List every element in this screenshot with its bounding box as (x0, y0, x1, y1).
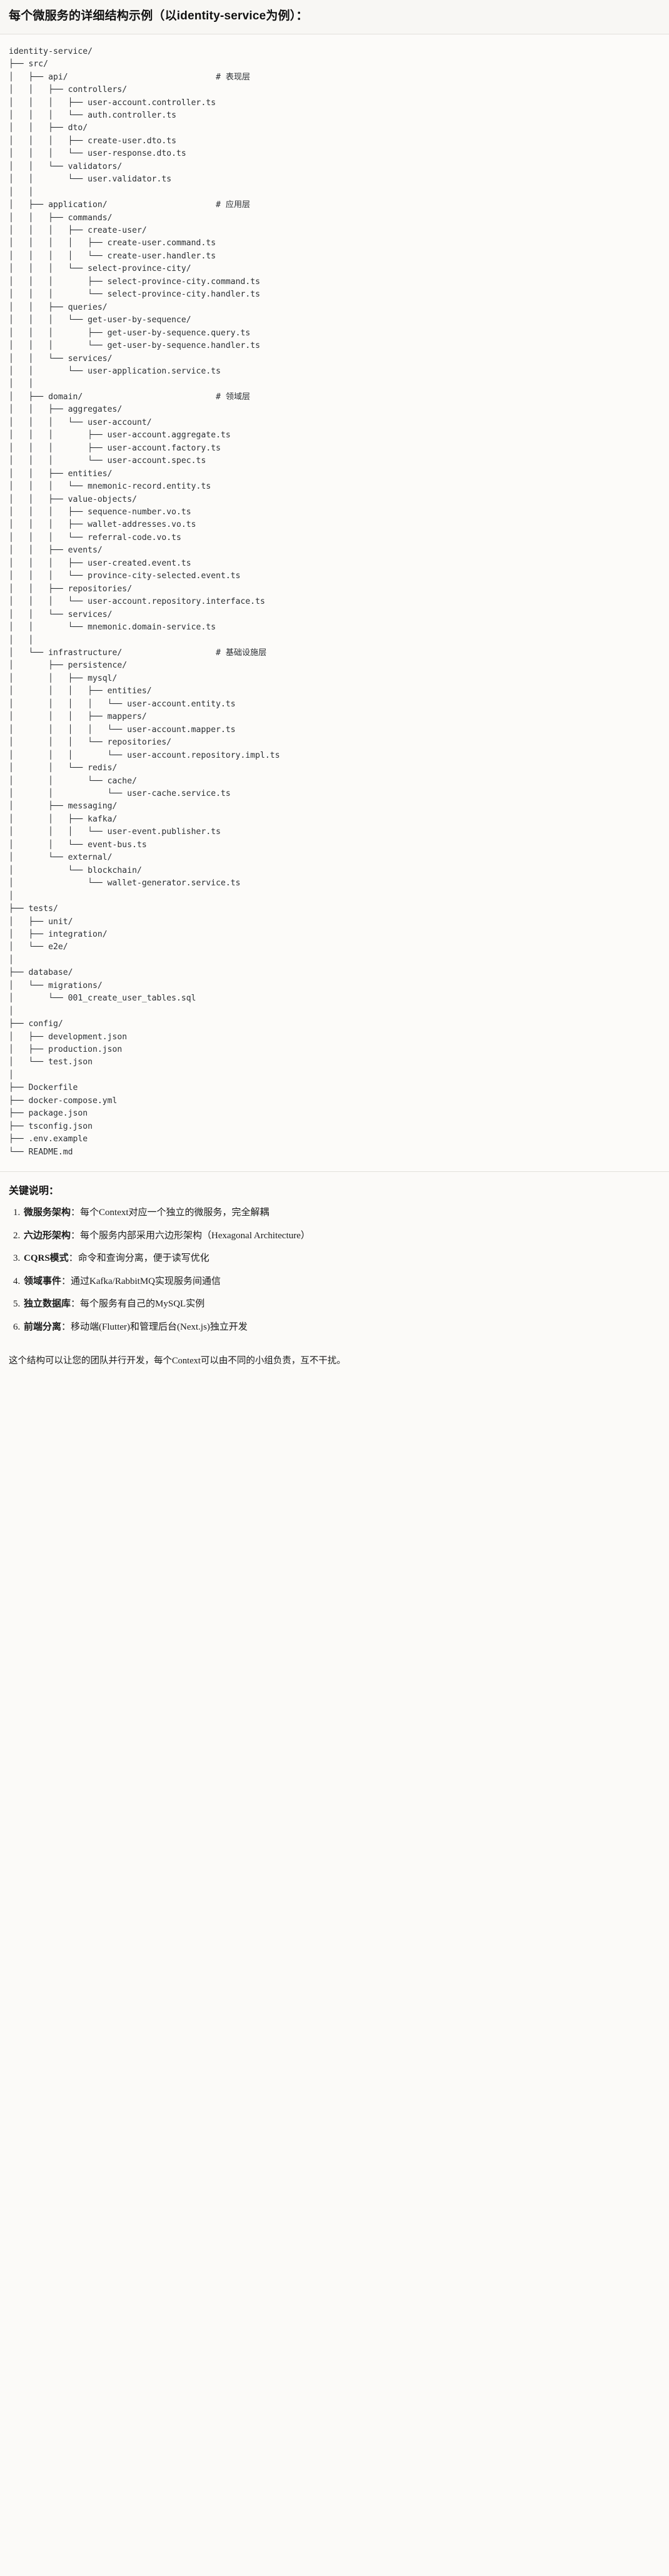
list-item: CQRS模式：命令和查询分离，便于读写优化 (23, 1251, 660, 1266)
note-separator: ： (71, 1299, 81, 1310)
list-item: 独立数据库：每个服务有自己的MySQL实例 (23, 1297, 660, 1311)
note-description: 命令和查询分离，便于读写优化 (78, 1253, 209, 1264)
note-description: 每个Context对应一个独立的微服务，完全解耦 (80, 1208, 269, 1218)
key-notes-heading: 关键说明： (9, 1186, 59, 1197)
note-separator: ： (68, 1253, 78, 1264)
closing-text: 这个结构可以让您的团队并行开发，每个Context可以由不同的小组负责，互不干扰… (9, 1356, 346, 1367)
note-term: 独立数据库 (24, 1299, 71, 1310)
note-separator: ： (61, 1276, 71, 1286)
note-separator: ： (71, 1230, 81, 1241)
note-description: 每个服务内部采用六边形架构（Hexagonal Architecture） (80, 1230, 310, 1241)
note-term: 领域事件 (24, 1276, 62, 1286)
note-description: 每个服务有自己的MySQL实例 (80, 1299, 205, 1310)
note-description: 移动端(Flutter)和管理后台(Next.js)独立开发 (71, 1321, 248, 1332)
note-term: 微服务架构 (24, 1208, 71, 1218)
list-item: 领域事件：通过Kafka/RabbitMQ实现服务间通信 (23, 1275, 660, 1289)
list-item: 微服务架构：每个Context对应一个独立的微服务，完全解耦 (23, 1206, 660, 1220)
key-notes-list: 微服务架构：每个Context对应一个独立的微服务，完全解耦 六边形架构：每个服… (9, 1206, 660, 1334)
closing-section: 这个结构可以让您的团队并行开发，每个Context可以由不同的小组负责，互不干扰… (0, 1345, 669, 1380)
note-separator: ： (61, 1321, 71, 1332)
note-separator: ： (71, 1208, 81, 1218)
list-item: 六边形架构：每个服务内部采用六边形架构（Hexagonal Architectu… (23, 1229, 660, 1243)
note-term: 前端分离 (24, 1321, 62, 1332)
page-title: 每个微服务的详细结构示例（以identity-service为例）： (9, 9, 308, 23)
directory-tree: identity-service/ ├── src/ │ ├── api/ # … (9, 46, 280, 1157)
document-header: 每个微服务的详细结构示例（以identity-service为例）： (0, 0, 669, 34)
list-item: 前端分离：移动端(Flutter)和管理后台(Next.js)独立开发 (23, 1320, 660, 1335)
note-term: CQRS模式 (24, 1253, 69, 1264)
note-description: 通过Kafka/RabbitMQ实现服务间通信 (71, 1276, 221, 1286)
directory-tree-block: identity-service/ ├── src/ │ ├── api/ # … (0, 34, 669, 1172)
note-term: 六边形架构 (24, 1230, 71, 1241)
key-notes-section: 关键说明： 微服务架构：每个Context对应一个独立的微服务，完全解耦 六边形… (0, 1171, 669, 1346)
